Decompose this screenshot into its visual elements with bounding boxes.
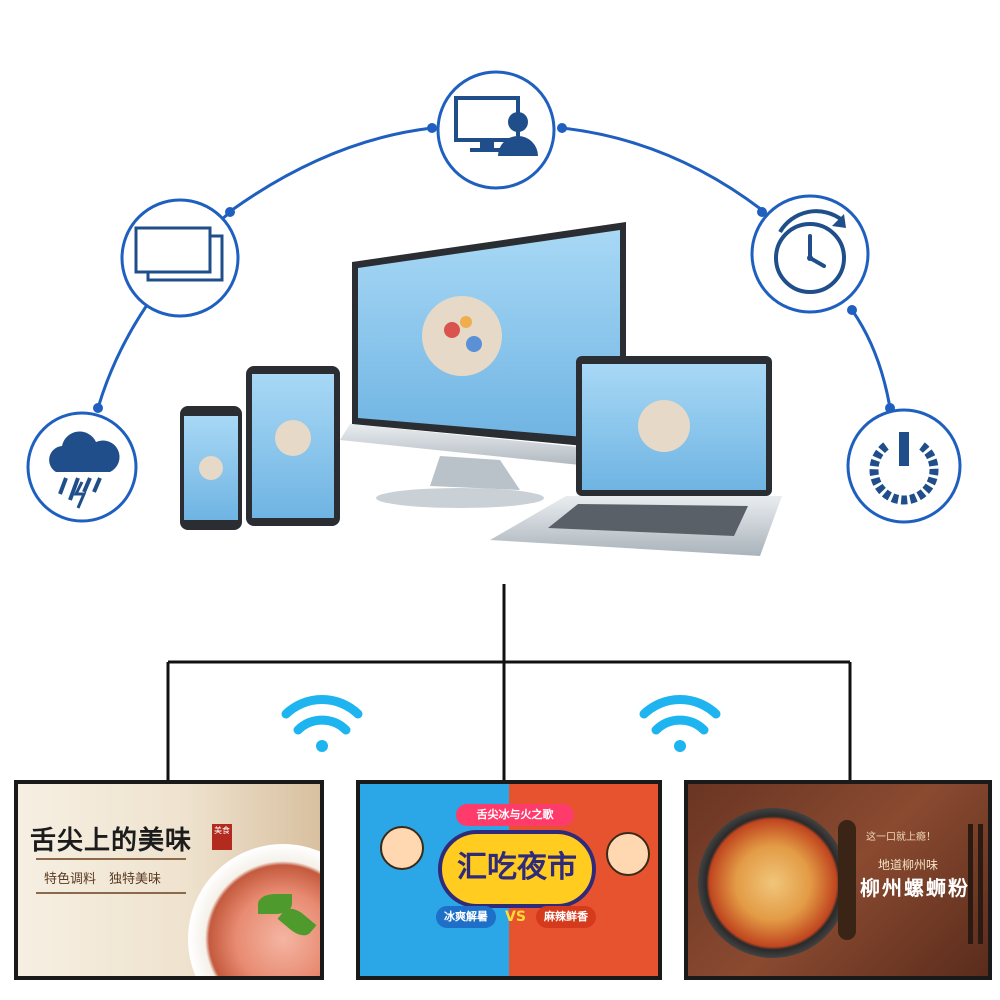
vs-label: VS	[505, 909, 526, 925]
food-bowl-image	[188, 844, 320, 976]
wifi-icon	[639, 695, 721, 752]
noodle-bowl-image	[698, 808, 848, 958]
banner-title: 汇吃夜市	[457, 850, 577, 885]
food-banner-2: 舌尖冰与火之歌 汇吃夜市 冰爽解暑 VS 麻辣鲜香	[356, 780, 662, 980]
cartoon-kid	[606, 832, 650, 876]
herb-leaf	[258, 894, 292, 914]
laptop-device	[490, 356, 782, 556]
divider	[36, 892, 186, 894]
chopstick	[978, 824, 983, 944]
divider	[36, 858, 186, 860]
cartoon-kid	[380, 826, 424, 870]
arc-node	[757, 207, 767, 217]
arc-node	[847, 305, 857, 315]
banner-title: 柳州螺蛳粉	[860, 876, 970, 900]
food-banner-1: 舌尖上的美味 美食 特色调料 独特美味	[14, 780, 324, 980]
seal-stamp: 美食	[212, 824, 232, 850]
spoon-image	[838, 820, 856, 940]
network-lines	[166, 584, 852, 784]
arc-node	[93, 403, 103, 413]
clock-icon	[750, 194, 870, 314]
monitor-user-icon	[436, 70, 556, 190]
tablet-device	[246, 366, 340, 526]
banner-title: 舌尖上的美味	[30, 826, 193, 856]
power-icon	[846, 408, 962, 524]
desktop-monitor	[340, 222, 628, 508]
title-bubble	[438, 830, 596, 908]
banner-small-tag: 这一口就上瘾！	[866, 832, 936, 843]
banner-right-label: 麻辣鲜香	[536, 906, 596, 928]
arc-node	[427, 123, 437, 133]
chopstick	[968, 824, 973, 944]
food-banner-3: 这一口就上瘾！ 地道柳州味 柳州螺蛳粉	[684, 780, 992, 980]
banner-subtitle: 地道柳州味	[878, 858, 939, 872]
windows-icon	[120, 198, 240, 318]
phone-device	[180, 406, 242, 530]
cloud-storm-icon	[26, 411, 138, 523]
wifi-icon	[281, 695, 363, 752]
banner-tagline: 特色调料 独特美味	[44, 872, 162, 887]
banner-top-tag: 舌尖冰与火之歌	[456, 804, 574, 826]
arc-node	[557, 123, 567, 133]
arc-node	[225, 207, 235, 217]
banner-left-label: 冰爽解暑	[436, 906, 496, 928]
